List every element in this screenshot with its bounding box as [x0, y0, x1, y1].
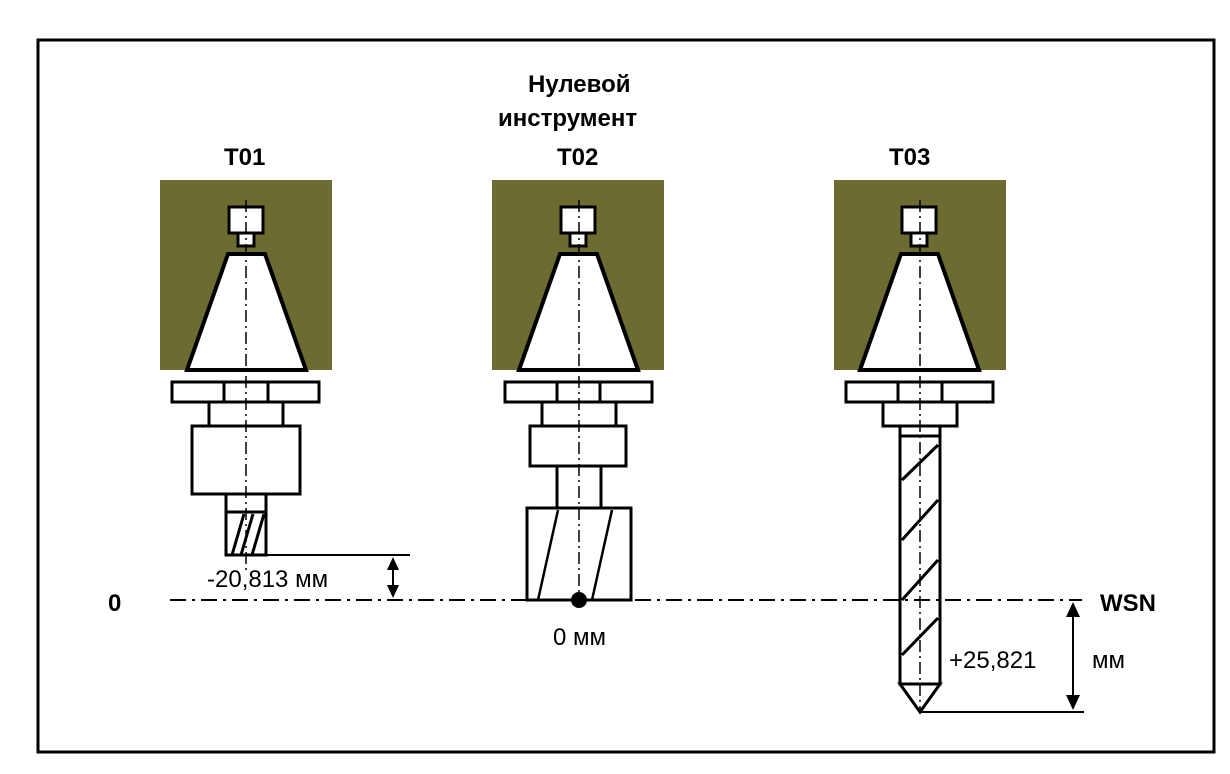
tool-t03 — [834, 180, 1006, 715]
knob-neck — [909, 231, 929, 248]
t01-dimension: -20,813 мм — [207, 554, 410, 598]
title-line-2: инструмент — [498, 105, 637, 132]
t01-offset-label: -20,813 мм — [207, 566, 328, 593]
arrow-down — [1066, 695, 1080, 710]
flute-3 — [250, 513, 266, 556]
t03-offset-value: +25,821 — [949, 647, 1036, 674]
flute-4 — [900, 616, 940, 657]
flute-1 — [230, 513, 246, 556]
tool-t01 — [160, 180, 332, 570]
zero-label: 0 — [108, 590, 121, 617]
arrow-up — [1066, 602, 1080, 617]
wsn-label: WSN — [1100, 590, 1156, 617]
retention-knob — [900, 205, 938, 235]
title-line-1: Нулевой — [528, 71, 631, 98]
arrow-down — [387, 585, 399, 598]
flute-1 — [900, 443, 940, 482]
flute-1 — [536, 509, 560, 601]
t02-offset-label: 0 мм — [553, 624, 606, 651]
tool-label-t01: T01 — [224, 144, 265, 171]
t03-offset-unit: мм — [1092, 647, 1125, 674]
flute-2 — [239, 513, 255, 556]
tool-label-t02: T02 — [557, 144, 598, 171]
knob-neck — [568, 231, 588, 248]
holder-body — [528, 424, 628, 468]
retention-knob — [559, 205, 597, 235]
tool-label-t03: T03 — [889, 144, 930, 171]
tool-t02 — [492, 180, 664, 608]
flute-2 — [590, 509, 614, 601]
arrow-up — [387, 557, 399, 570]
t03-dimension: +25,821 мм — [920, 602, 1125, 713]
